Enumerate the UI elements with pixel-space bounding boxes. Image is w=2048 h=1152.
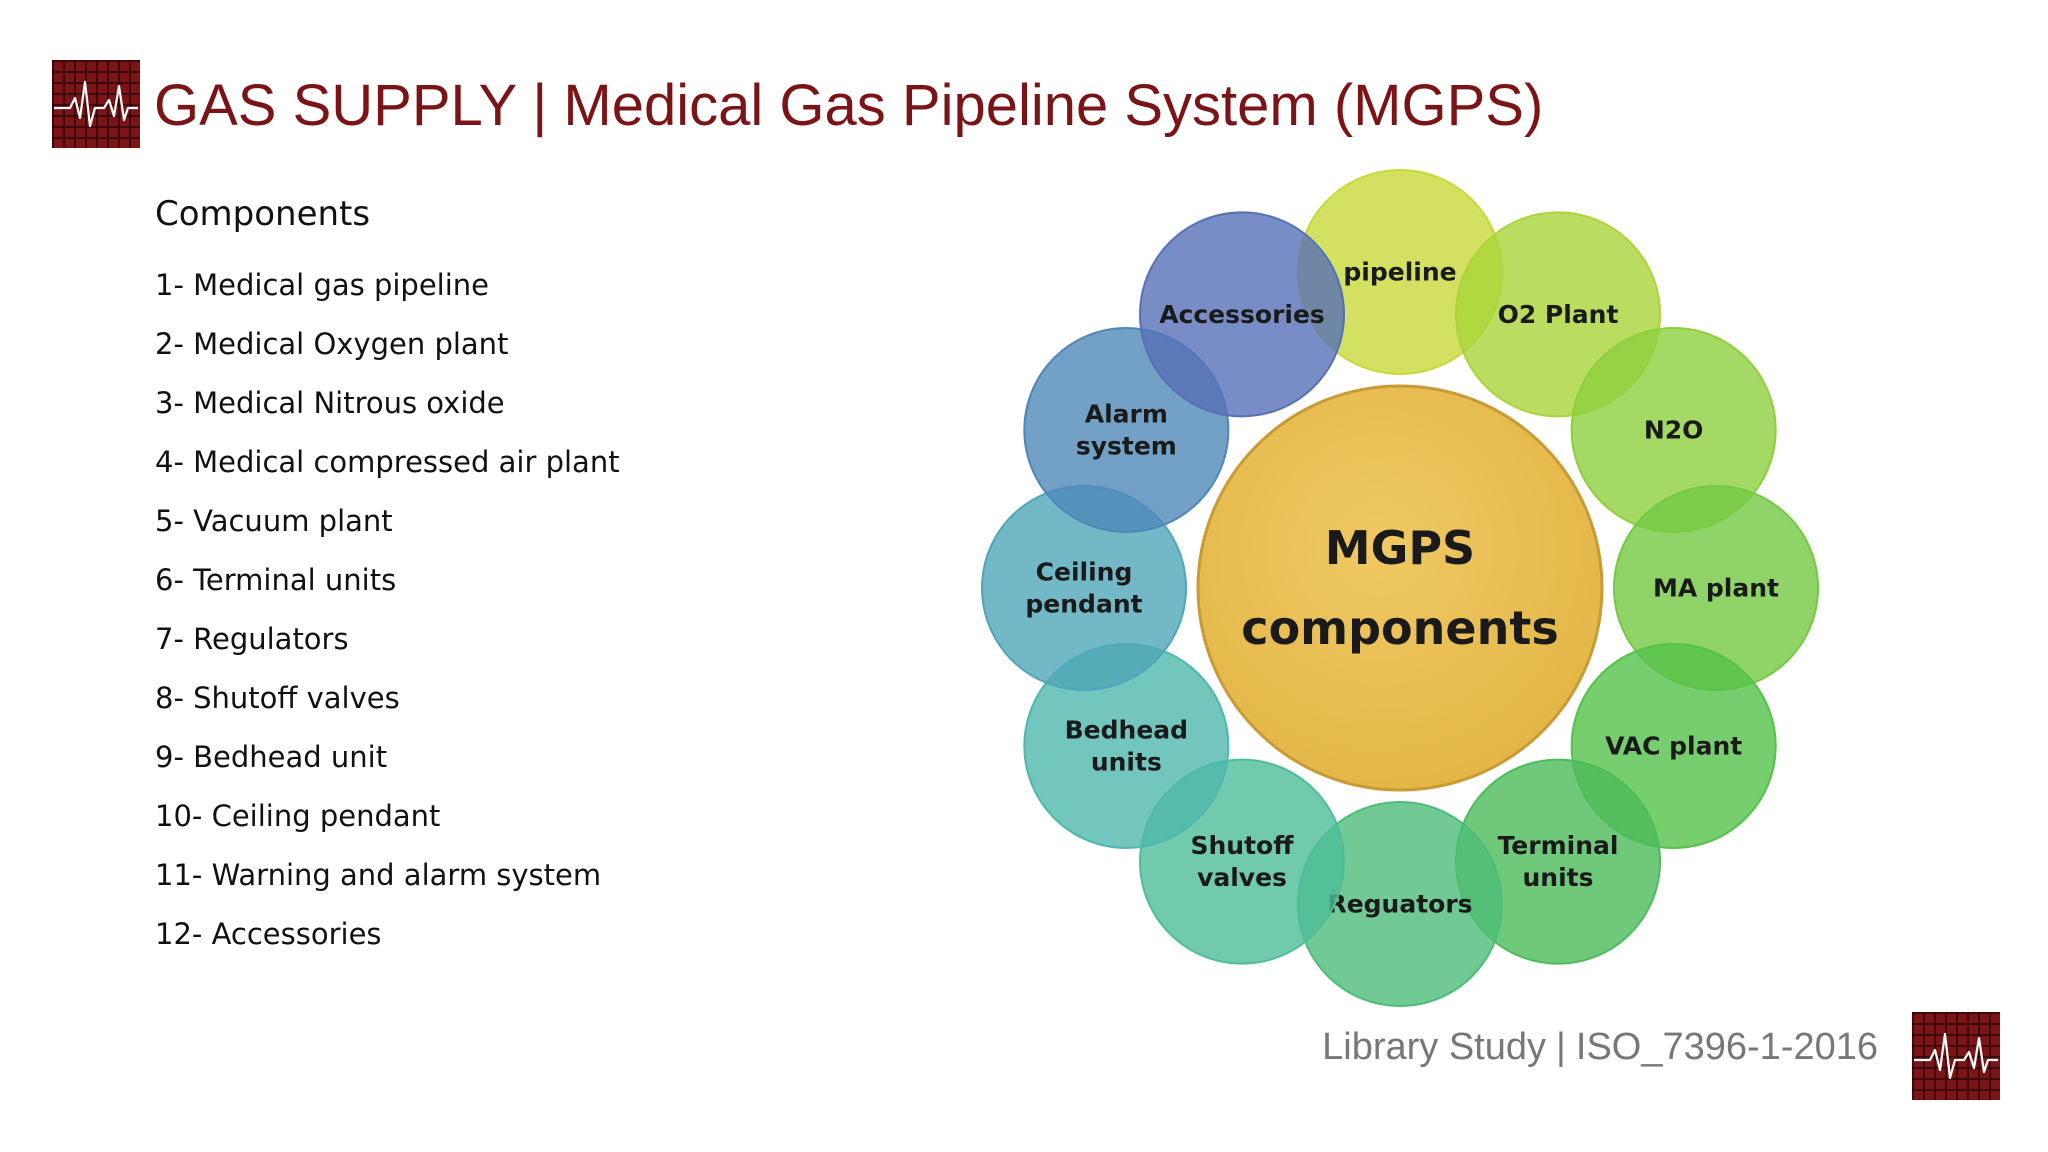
component-node-label: Reguators	[1327, 890, 1472, 919]
component-node-label: O2 Plant	[1498, 300, 1619, 329]
list-item: 10- Ceiling pendant	[155, 799, 441, 833]
center-label-line2: components	[1241, 601, 1558, 655]
list-item: 11- Warning and alarm system	[155, 858, 602, 892]
component-node-circle	[1139, 211, 1345, 418]
component-node-label: units	[1091, 748, 1162, 777]
list-item: 6- Terminal units	[155, 563, 397, 597]
list-item: 2- Medical Oxygen plant	[155, 327, 509, 361]
list-item: 9- Bedhead unit	[155, 740, 388, 774]
footer: Library Study|ISO_7396-1-2016	[1322, 1026, 1878, 1069]
component-node-label: Alarm	[1085, 400, 1168, 429]
center-label-line1: MGPS	[1325, 521, 1475, 575]
component-node-label: Terminal	[1498, 831, 1619, 860]
list-item: 7- Regulators	[155, 622, 349, 656]
component-node-label: Bedhead	[1065, 716, 1188, 745]
slide-title: GAS SUPPLY | Medical Gas Pipeline System…	[154, 73, 1544, 138]
list-item: 8- Shutoff valves	[155, 681, 400, 715]
list-item: 1- Medical gas pipeline	[155, 268, 490, 302]
component-node-label: MA plant	[1653, 574, 1779, 603]
list-item: 3- Medical Nitrous oxide	[155, 386, 505, 420]
list-item: 4- Medical compressed air plant	[155, 445, 620, 479]
component-node-label: units	[1523, 863, 1594, 892]
component-node-label: Shutoff	[1191, 831, 1295, 860]
footer-library-study: Library Study	[1322, 1026, 1547, 1068]
component-node-label: Ceiling	[1036, 558, 1133, 587]
center-circle	[1196, 384, 1604, 792]
ecg-heartbeat-icon	[1914, 1032, 1998, 1080]
component-node-label: pipeline	[1343, 258, 1456, 287]
components-heading: Components	[155, 194, 371, 234]
components-list: 1- Medical gas pipeline 2- Medical Oxyge…	[155, 256, 620, 964]
component-node-label: N2O	[1644, 416, 1704, 445]
list-item: 12- Accessories	[155, 917, 382, 951]
component-node-label: valves	[1197, 863, 1287, 892]
component-node-label: Accessories	[1159, 300, 1325, 329]
logo	[52, 60, 140, 148]
logo	[1912, 1012, 2000, 1100]
list-item: 5- Vacuum plant	[155, 504, 393, 538]
ecg-heartbeat-icon	[54, 80, 138, 128]
footer-separator: |	[1556, 1026, 1566, 1068]
footer-standard: ISO_7396-1-2016	[1575, 1026, 1878, 1068]
component-node-label: pendant	[1025, 590, 1142, 619]
component-node-label: VAC plant	[1605, 732, 1742, 761]
component-node-label: system	[1076, 432, 1177, 461]
